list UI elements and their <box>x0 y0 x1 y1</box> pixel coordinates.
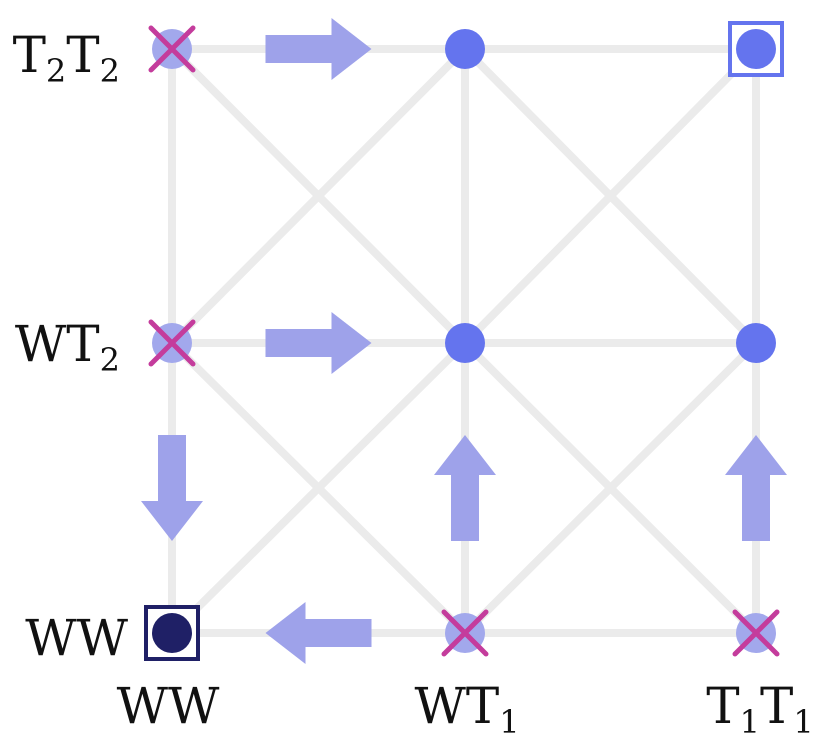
arrow-row2-left <box>265 602 372 664</box>
arrow-col1-up <box>434 435 496 541</box>
grid-line-diagonal <box>461 45 760 347</box>
node-wt2-wt1 <box>445 323 485 363</box>
col-label-ww: WW <box>117 677 220 735</box>
row-label-wt2: WT2 <box>15 315 120 379</box>
transition-arrows <box>141 18 787 664</box>
node-t2t2-wt1 <box>445 29 485 69</box>
arrow-col0-down <box>141 435 203 541</box>
grid-line-diagonal <box>168 45 469 347</box>
grid-nodes <box>144 21 784 661</box>
grid-line-diagonal <box>168 339 469 637</box>
cross-stroke <box>441 609 489 657</box>
col-label-t1t1: T1T1 <box>706 677 813 741</box>
grid-line-diagonal <box>461 339 760 637</box>
cross-stroke <box>148 319 196 367</box>
arrow-row1-right <box>265 312 372 374</box>
cross-stroke <box>148 25 196 73</box>
arrow-row0-right <box>265 18 372 80</box>
cross-icon-t2t2-ww <box>148 25 196 73</box>
cross-icon-ww-wt1 <box>441 609 489 657</box>
node-t2t2-t1t1 <box>736 29 776 69</box>
arrow-col2-up <box>725 435 787 541</box>
cross-stroke <box>732 609 780 657</box>
node-ww-ww <box>152 613 192 653</box>
cross-icon-wt2-ww <box>148 319 196 367</box>
cross-icon-ww-t1t1 <box>732 609 780 657</box>
row-label-ww: WW <box>25 609 128 667</box>
row-label-t2t2: T2T2 <box>13 26 120 90</box>
col-label-wt1: WT1 <box>414 677 519 741</box>
node-wt2-t1t1 <box>736 323 776 363</box>
